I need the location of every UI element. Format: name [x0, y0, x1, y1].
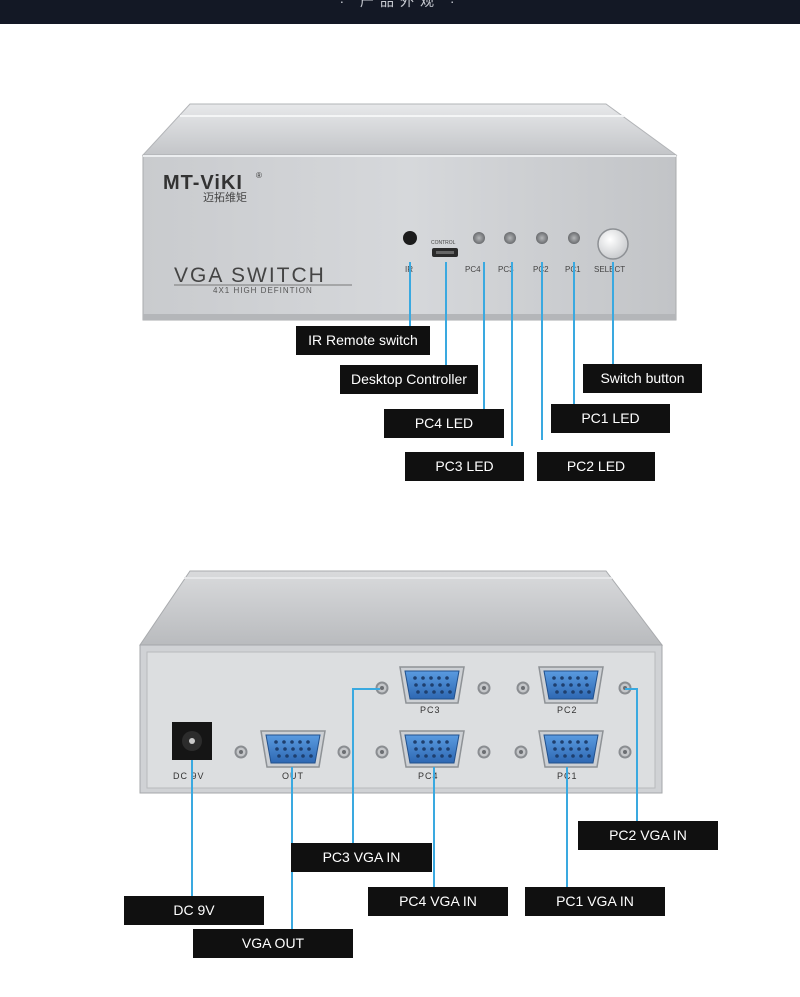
vga-in-port-pc2: [538, 666, 604, 704]
leader-pc3-vga: [352, 688, 354, 843]
vga-in-port-pc4: [399, 730, 465, 768]
callout-pc1-vga-in: PC1 VGA IN: [525, 887, 665, 916]
control-label: CONTROL: [431, 240, 456, 246]
callout-pc4-vga-in: PC4 VGA IN: [368, 887, 508, 916]
header-text: · 产品外观 ·: [339, 0, 461, 9]
port-label-pc3: PC3: [420, 705, 441, 715]
led-label-pc3: PC3: [498, 265, 514, 274]
callout-pc2-led: PC2 LED: [537, 452, 655, 481]
vga-out-port: [260, 730, 326, 768]
dc-label: DC 9V: [173, 771, 205, 781]
product-subtitle: 4X1 HIGH DEFINTION: [213, 286, 313, 295]
led-label-pc4: PC4: [465, 265, 481, 274]
ir-sensor: [403, 231, 417, 245]
callout-pc3-led: PC3 LED: [405, 452, 524, 481]
vga-in-port-pc3: [399, 666, 465, 704]
callout-desktop-controller: Desktop Controller: [340, 365, 478, 394]
brand-chinese: 迈拓维矩: [203, 190, 247, 204]
callout-switch-button: Switch button: [583, 364, 702, 393]
leader-pc4-led: [483, 262, 485, 410]
leader-pc1-vga: [566, 767, 568, 887]
leader-ir: [409, 262, 411, 327]
leader-pc4-vga: [433, 767, 435, 887]
leader-dc: [191, 760, 193, 896]
callout-vga-out: VGA OUT: [193, 929, 353, 958]
leader-pc3-vga-h: [352, 688, 380, 690]
callout-pc4-led: PC4 LED: [384, 409, 504, 438]
callout-pc3-vga-in: PC3 VGA IN: [291, 843, 432, 872]
back-device: DC 9V OUT PC3 PC2 PC4 PC1: [139, 570, 664, 794]
leader-pc2-vga-h: [625, 688, 637, 690]
leader-pc2-vga: [636, 688, 638, 821]
led-pc4: [473, 232, 485, 244]
led-pc1: [568, 232, 580, 244]
callout-ir-remote: IR Remote switch: [296, 326, 430, 355]
product-name: VGA SWITCH: [174, 264, 326, 287]
header-bar: · 产品外观 ·: [0, 0, 800, 24]
led-pc3: [504, 232, 516, 244]
out-label: OUT: [282, 771, 304, 781]
callout-dc-9v: DC 9V: [124, 896, 264, 925]
callout-pc2-vga-in: PC2 VGA IN: [578, 821, 718, 850]
port-label-pc2: PC2: [557, 705, 578, 715]
leader-pc3-led: [511, 262, 513, 446]
brand-logo: MT-ViKI: [163, 172, 243, 194]
led-pc2: [536, 232, 548, 244]
callout-pc1-led: PC1 LED: [551, 404, 670, 433]
leader-select: [612, 262, 614, 364]
select-button[interactable]: [597, 228, 629, 260]
registered-mark: ®: [256, 171, 262, 180]
select-label: SELECT: [594, 265, 625, 274]
vga-in-port-pc1: [538, 730, 604, 768]
leader-pc2-led: [541, 262, 543, 440]
leader-control: [445, 262, 447, 366]
leader-pc1-led: [573, 262, 575, 404]
port-label-pc4: PC4: [418, 771, 439, 781]
